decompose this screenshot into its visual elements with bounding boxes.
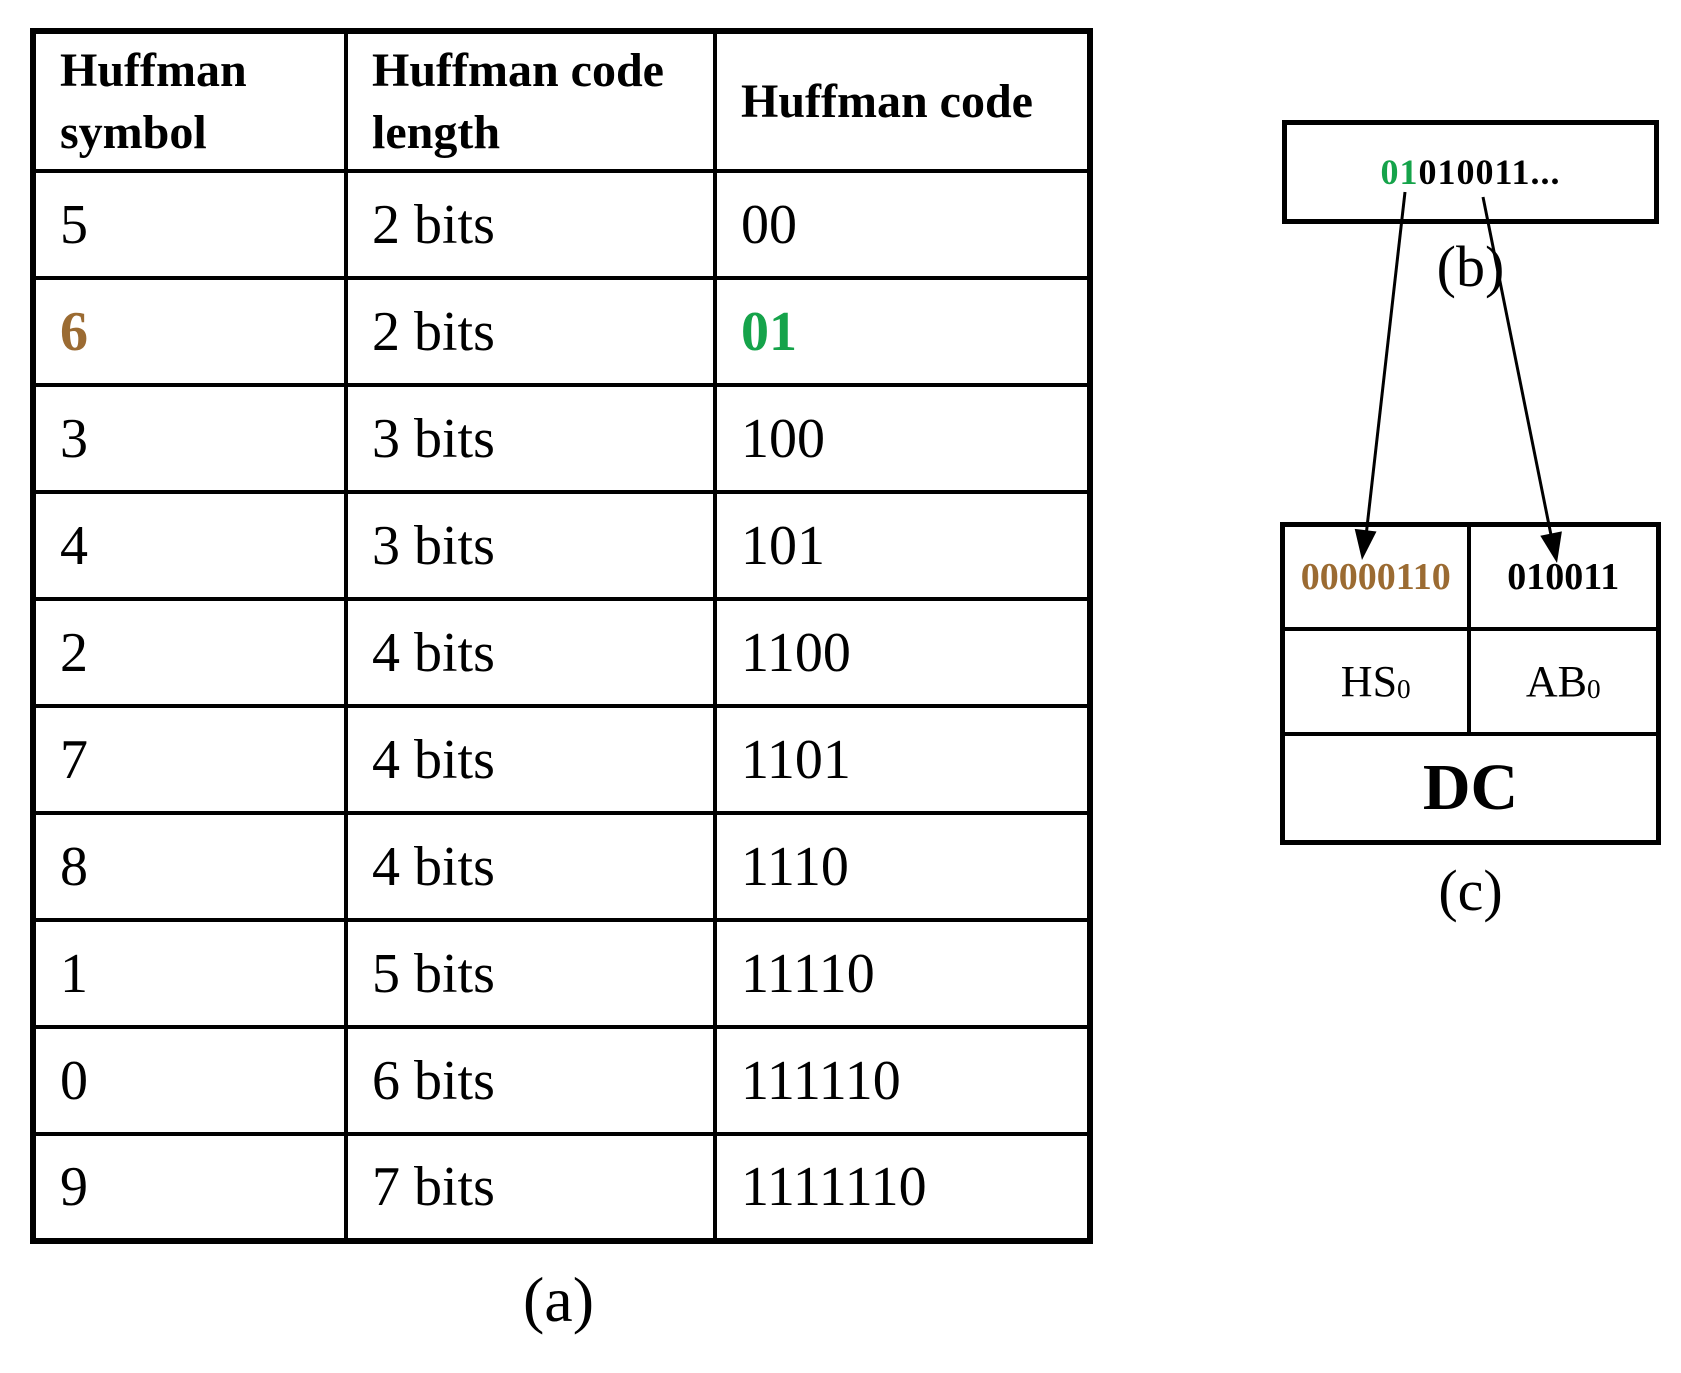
caption-b: (b)	[1436, 234, 1505, 299]
cell-length: 4 bits	[344, 811, 717, 922]
huffman-table-header: Huffman symbol Huffman code length Huffm…	[31, 29, 1092, 173]
cell-symbol: 2	[31, 597, 348, 708]
cell-length: 5 bits	[344, 918, 717, 1029]
cell-symbol: 9	[31, 1132, 348, 1243]
hs-label-subscript: 0	[1397, 673, 1411, 704]
cell-symbol: 1	[31, 918, 348, 1029]
cell-symbol: 7	[31, 704, 348, 815]
cell-symbol: 3	[31, 383, 348, 494]
header-huffman-code-length: Huffman code length	[344, 29, 717, 173]
dc-cell: DC	[1422, 750, 1519, 824]
cell-symbol: 6	[31, 276, 348, 387]
cell-length: 4 bits	[344, 597, 717, 708]
caption-c: (c)	[1438, 858, 1503, 923]
cell-code: 1101	[713, 704, 1092, 815]
hs-label: HS	[1340, 656, 1398, 706]
cell-length: 6 bits	[344, 1025, 717, 1136]
hs-bits-cell: 00000110	[1285, 527, 1471, 632]
header-huffman-symbol: Huffman symbol	[31, 29, 348, 173]
ab-label-subscript: 0	[1586, 673, 1601, 704]
cell-length: 2 bits	[344, 276, 717, 387]
cell-length: 3 bits	[344, 490, 717, 601]
cell-length: 4 bits	[344, 704, 717, 815]
cell-symbol: 0	[31, 1025, 348, 1136]
bitstream-highlighted-bits: 01	[1380, 152, 1419, 192]
huffman-code-table: Huffman symbol Huffman code length Huffm…	[30, 28, 1093, 1244]
header-huffman-code: Huffman code	[713, 29, 1092, 173]
cell-code: 01	[713, 276, 1092, 387]
cell-symbol: 4	[31, 490, 348, 601]
cell-length: 2 bits	[344, 169, 717, 280]
cell-length: 3 bits	[344, 383, 717, 494]
cell-code: 11110	[713, 918, 1092, 1029]
cell-code: 101	[713, 490, 1092, 601]
ab-label: AB	[1525, 656, 1587, 706]
header-row: Huffman symbol Huffman code length Huffm…	[31, 29, 1092, 173]
cell-symbol: 5	[31, 169, 348, 280]
cell-code: 100	[713, 383, 1092, 494]
cell-code: 1110	[713, 811, 1092, 922]
caption-a: (a)	[522, 1264, 595, 1335]
cell-symbol: 8	[31, 811, 348, 922]
cell-code: 1100	[713, 597, 1092, 708]
ab-bits-cell: 010011	[1470, 527, 1656, 632]
cell-length: 7 bits	[344, 1132, 717, 1243]
bitstream-remaining-bits: 010011...	[1418, 152, 1561, 192]
cell-code: 111110	[713, 1025, 1092, 1136]
cell-code: 1111110	[713, 1132, 1092, 1243]
cell-code: 00	[713, 169, 1092, 280]
